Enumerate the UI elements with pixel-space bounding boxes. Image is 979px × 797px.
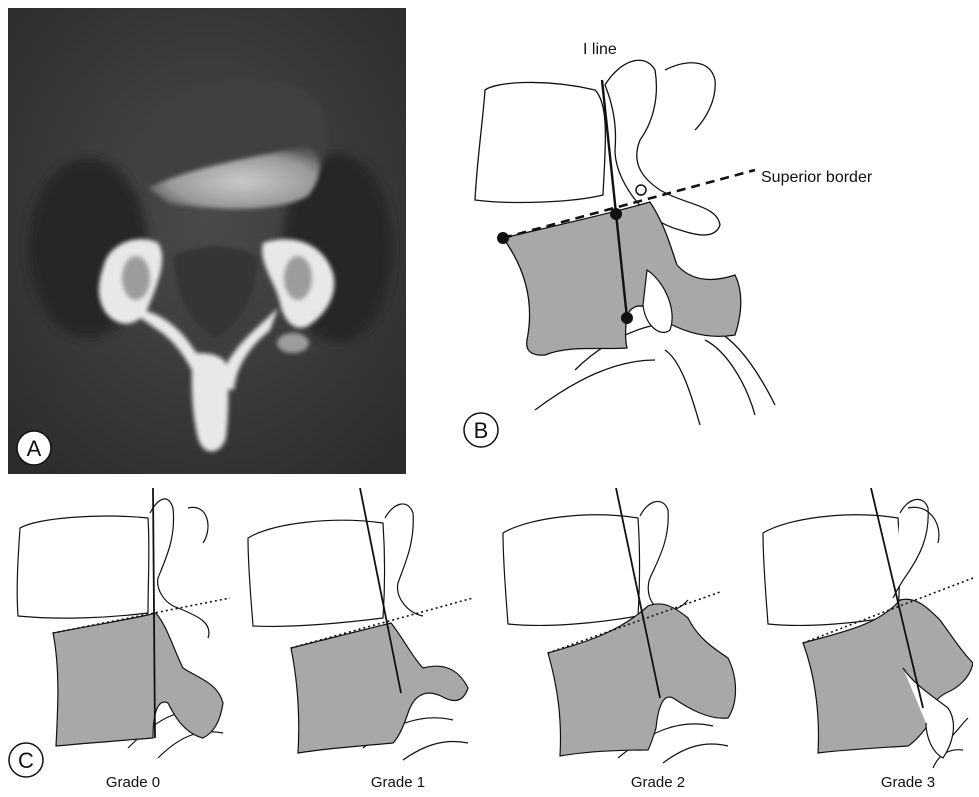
lower-point [621,312,633,324]
panel-a-letter: A [27,436,42,461]
intersection-point [610,208,622,220]
grade-2-figure [503,488,736,763]
superior-border-label: Superior border [761,169,873,186]
grade-1-caption: Grade 1 [371,774,425,790]
panel-a-ct-image: A [8,8,406,474]
panel-b-schematic: I line Superior border B [455,30,970,450]
grade-2-caption: Grade 2 [631,774,685,790]
open-point [636,185,646,195]
ct-axial-image: A [8,8,406,474]
panel-c-grades: C Grade 0 Grade 1 Grade 2 Grade 3 [8,488,973,790]
grade-0-figure [17,488,230,758]
anterior-point [497,232,509,244]
grade-1-figure [248,488,473,760]
lateral-schematic: I line Superior border B [455,30,970,450]
panel-c-letter: C [18,748,34,773]
grade-3-figure [763,488,973,768]
grade-3-caption: Grade 3 [881,774,935,790]
i-line-label: I line [583,41,617,58]
grades-schematic: C Grade 0 Grade 1 Grade 2 Grade 3 [8,488,973,790]
panel-b-letter: B [474,418,489,443]
grade-0-caption: Grade 0 [106,774,160,790]
